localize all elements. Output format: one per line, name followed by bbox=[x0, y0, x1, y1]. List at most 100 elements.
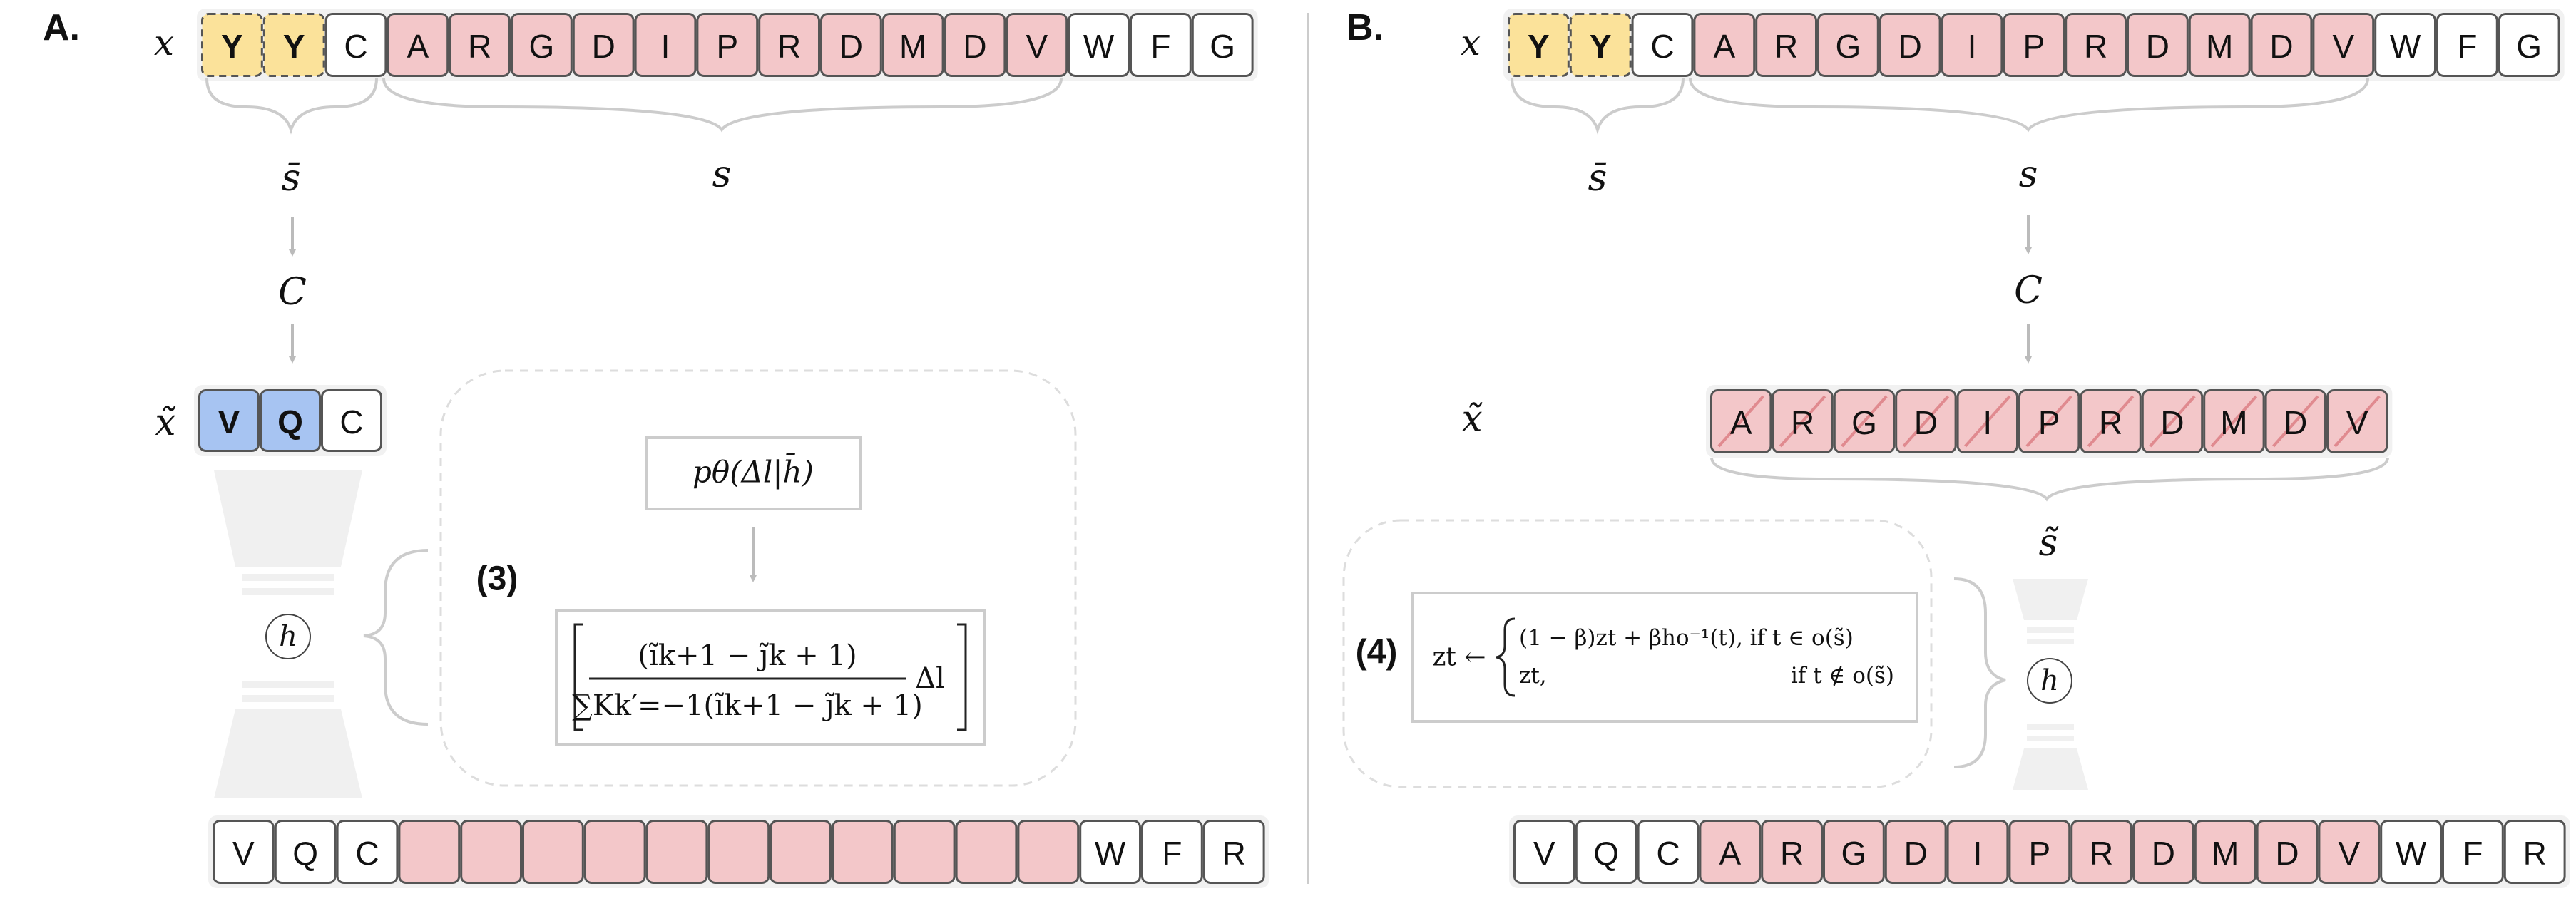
panel-a-formula-numerator: (ĩk+1 − j̃k + 1) bbox=[638, 639, 857, 672]
token-label: F bbox=[1162, 835, 1182, 872]
token-label: G bbox=[1851, 404, 1877, 441]
token-cell: C bbox=[321, 389, 382, 452]
token-label: Q bbox=[277, 403, 303, 441]
token-cell: G bbox=[2498, 13, 2560, 77]
token-cell: M bbox=[2188, 13, 2251, 77]
panel-a-step-label: (3) bbox=[476, 560, 518, 598]
token-cell: V bbox=[213, 820, 275, 884]
token-label: Q bbox=[1593, 835, 1619, 872]
token-cell: F bbox=[1130, 13, 1192, 77]
token-cell: Y bbox=[1569, 13, 1632, 77]
token-label: V bbox=[2332, 28, 2354, 65]
panel-b-x-tilde-var: x̃ bbox=[1461, 398, 1483, 441]
token-label: D bbox=[2152, 835, 2175, 872]
token-label: R bbox=[2090, 835, 2113, 872]
token-label: Y bbox=[1528, 28, 1550, 65]
token-label: F bbox=[1150, 28, 1170, 65]
token-label: R bbox=[2523, 835, 2547, 872]
token-label: V bbox=[1533, 835, 1555, 872]
token-label: C bbox=[355, 835, 379, 872]
token-cell bbox=[398, 820, 461, 884]
token-cell: D bbox=[1895, 389, 1957, 453]
token-cell bbox=[770, 820, 832, 884]
token-label: P bbox=[716, 28, 738, 65]
panel-b-update-lhs: zt ← bbox=[1432, 643, 1486, 672]
token-cell: I bbox=[634, 13, 697, 77]
panel-a-step3-region bbox=[439, 369, 1077, 787]
token-cell: R bbox=[1755, 13, 1817, 77]
token-cell: V bbox=[1006, 13, 1068, 77]
token-cell: P bbox=[2003, 13, 2065, 77]
panel-b-update-case1: (1 − β)zt + βho⁻¹(t), if t ∈ o(s̃) bbox=[1519, 625, 1854, 651]
token-label: R bbox=[1774, 28, 1798, 65]
token-cell: Q bbox=[260, 389, 321, 452]
panel-a-formula-box bbox=[555, 609, 986, 746]
token-label: A bbox=[1713, 28, 1735, 65]
token-label: A bbox=[407, 28, 429, 65]
panel-a-s-label: s bbox=[712, 153, 732, 196]
token-cell: D bbox=[2250, 13, 2313, 77]
token-label: C bbox=[1650, 28, 1674, 65]
token-cell: A bbox=[1710, 389, 1772, 453]
token-cell: D bbox=[1884, 820, 1947, 884]
token-cell: M bbox=[2203, 389, 2265, 453]
panel-b-autoencoder: h bbox=[2013, 579, 2088, 790]
token-cell: R bbox=[1202, 820, 1265, 884]
panel-b-label: B. bbox=[1346, 7, 1384, 48]
strike-mark bbox=[2149, 395, 2196, 448]
token-label: D bbox=[963, 28, 986, 65]
token-label: Y bbox=[221, 28, 243, 65]
token-cell bbox=[955, 820, 1018, 884]
token-label: D bbox=[2160, 404, 2184, 441]
token-label: D bbox=[2146, 28, 2169, 65]
panel-a-label: A. bbox=[43, 7, 80, 48]
panel-b-h-node bbox=[2027, 658, 2072, 704]
token-label: W bbox=[1095, 835, 1126, 872]
token-label: D bbox=[592, 28, 615, 65]
token-label: V bbox=[2346, 404, 2368, 441]
strike-mark bbox=[1964, 395, 2011, 448]
token-cell: I bbox=[1946, 820, 2009, 884]
token-label: C bbox=[344, 28, 367, 65]
token-label: Q bbox=[292, 835, 318, 872]
token-cell: R bbox=[1772, 389, 1834, 453]
token-cell: Q bbox=[274, 820, 337, 884]
token-label: D bbox=[1898, 28, 1922, 65]
token-cell: D bbox=[2127, 13, 2189, 77]
token-label: G bbox=[1841, 835, 1867, 872]
token-label: V bbox=[1026, 28, 1048, 65]
token-cell: D bbox=[1879, 13, 1941, 77]
token-cell: D bbox=[2141, 389, 2204, 453]
token-label: C bbox=[339, 403, 363, 441]
token-cell: D bbox=[2264, 389, 2327, 453]
token-cell: Y bbox=[262, 13, 325, 77]
token-cell: P bbox=[2018, 389, 2080, 453]
token-cell: R bbox=[2080, 389, 2142, 453]
panel-a-h-label: h bbox=[279, 620, 297, 653]
token-cell bbox=[707, 820, 770, 884]
token-cell: V bbox=[198, 389, 260, 452]
panel-a-prob-text: pθ(Δl|h̄) bbox=[692, 452, 814, 489]
panel-a-s-bar-label: s̄ bbox=[282, 157, 301, 200]
token-label: C bbox=[1656, 835, 1680, 872]
token-label: D bbox=[1904, 835, 1928, 872]
strike-mark bbox=[2025, 395, 2072, 448]
token-label: W bbox=[1083, 28, 1115, 65]
token-label: G bbox=[529, 28, 555, 65]
panel-a-s-bar-brace bbox=[205, 78, 378, 135]
token-label: R bbox=[2084, 28, 2107, 65]
token-label: D bbox=[839, 28, 863, 65]
panel-b-s-tilde-brace bbox=[1710, 457, 2389, 502]
token-label: R bbox=[1222, 835, 1246, 872]
token-label: M bbox=[2212, 835, 2239, 872]
panel-b-s-label: s bbox=[2019, 153, 2038, 196]
token-label: D bbox=[2269, 28, 2293, 65]
token-cell: W bbox=[1079, 820, 1141, 884]
token-label: P bbox=[2028, 835, 2050, 872]
token-label: M bbox=[899, 28, 926, 65]
panel-b-s-tilde-label: s̃ bbox=[2039, 522, 2059, 565]
panel-a-h-brace bbox=[363, 549, 429, 726]
token-label: M bbox=[2220, 404, 2247, 441]
